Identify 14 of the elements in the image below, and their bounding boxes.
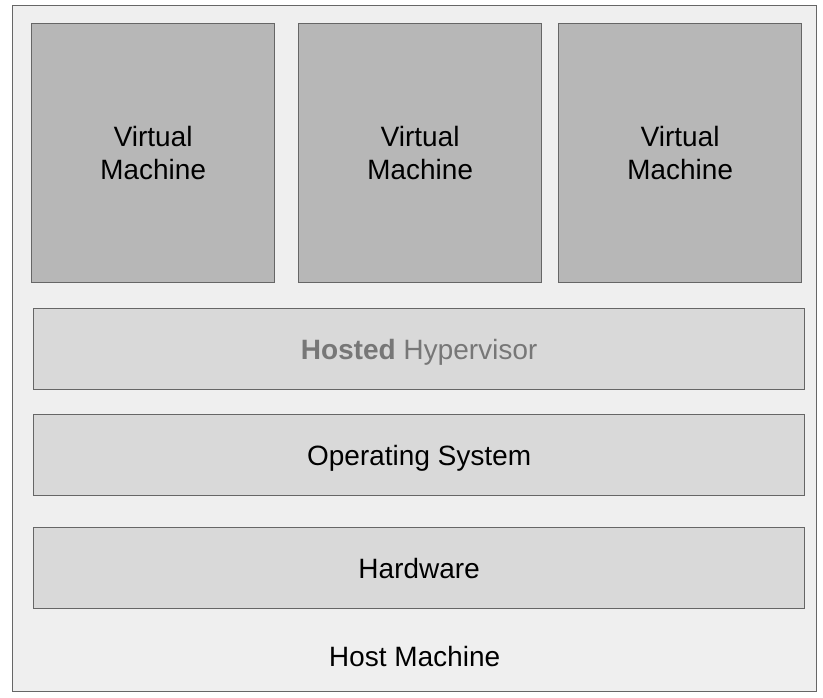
hypervisor-layer bbox=[33, 308, 805, 390]
hardware-layer bbox=[33, 527, 805, 609]
virtual-machine-label: Virtual Machine bbox=[626, 120, 734, 186]
host-machine-box bbox=[12, 5, 817, 692]
virtual-machine-label: Virtual Machine bbox=[99, 120, 207, 186]
virtual-machine-box bbox=[31, 23, 275, 283]
host-machine-label: Host Machine bbox=[328, 640, 500, 673]
operating-system-label: Operating System bbox=[306, 438, 532, 472]
hypervisor-label: Hosted Hypervisor bbox=[300, 332, 538, 366]
virtual-machine-label: Virtual Machine bbox=[366, 120, 474, 186]
operating-system-layer bbox=[33, 414, 805, 496]
virtual-machine-box bbox=[558, 23, 802, 283]
hardware-label: Hardware bbox=[358, 552, 480, 584]
virtual-machine-box bbox=[298, 23, 542, 283]
